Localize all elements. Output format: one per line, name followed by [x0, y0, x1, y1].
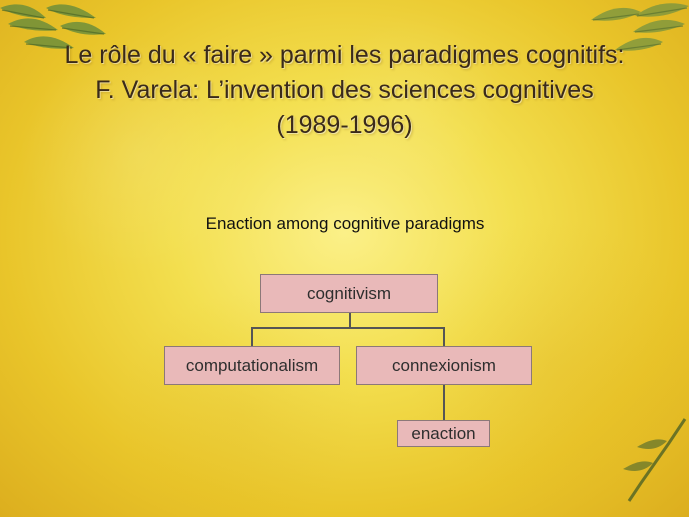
horizontal-branch-line — [252, 327, 444, 329]
bamboo-stalk-bottom-right-icon — [623, 418, 687, 502]
left-branch-line — [251, 327, 253, 346]
connexionism-label: connexionism — [392, 355, 496, 375]
leaf-connector-line — [443, 385, 445, 422]
right-branch-line — [443, 327, 445, 346]
connexionism-node: connexionism — [356, 346, 532, 385]
slide-title: Le rôle du « faire » parmi les paradigme… — [64, 41, 625, 139]
bamboo-leaves-top-right-icon — [591, 3, 689, 51]
computationalism-node: computationalism — [164, 346, 340, 385]
enaction-label: enaction — [411, 423, 476, 443]
diagram-subtitle: Enaction among cognitive paradigms — [205, 214, 485, 233]
cognitivism-label: cognitivism — [306, 283, 392, 303]
computationalism-label: computationalism — [185, 355, 319, 375]
cognitivism-node: cognitivism — [260, 274, 438, 313]
bamboo-leaves-top-left-icon — [0, 4, 106, 49]
enaction-node: enaction — [397, 420, 490, 447]
root-connector-line — [349, 312, 351, 328]
